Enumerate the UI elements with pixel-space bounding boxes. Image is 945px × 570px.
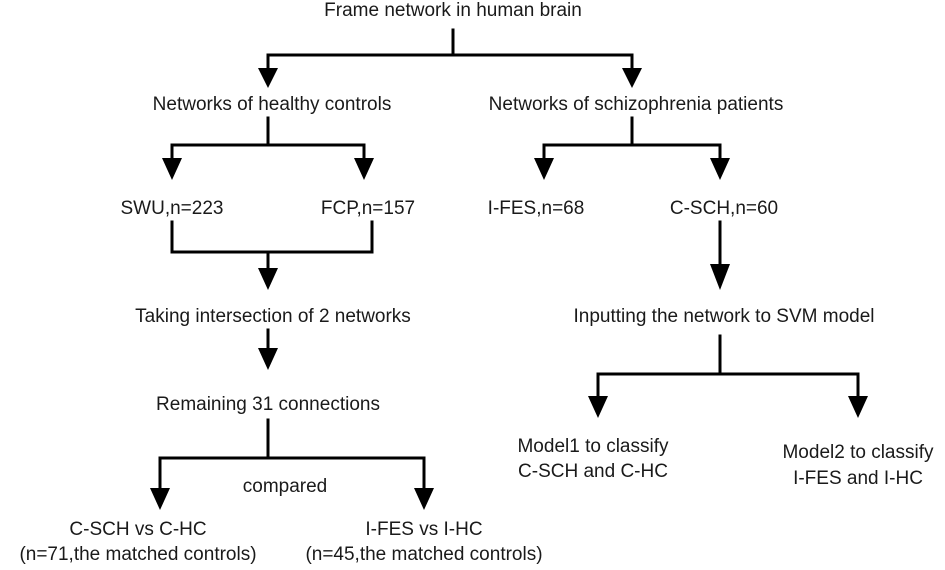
node-cmp2-line1: I-FES vs I-HC: [365, 519, 482, 540]
node-model2-line2: I-FES and I-HC: [793, 468, 923, 489]
node-cmp2-line2: (n=45,the matched controls): [305, 544, 542, 565]
arrowhead-to-svm: [710, 264, 730, 290]
node-model1-line2: C-SCH and C-HC: [518, 461, 668, 482]
arrowheads: [150, 68, 868, 510]
arrowhead-to-cmp1: [150, 488, 170, 510]
node-model2-line1: Model2 to classify: [782, 442, 934, 463]
arrowhead-to-cmp2: [414, 488, 434, 510]
arrowhead-to-fcp: [354, 158, 374, 180]
label-compared: compared: [243, 476, 328, 497]
arrowhead-to-remaining: [258, 348, 278, 370]
edges: [158, 28, 860, 494]
node-model1-line1: Model1 to classify: [517, 436, 669, 457]
arrowhead-to-ifes: [534, 158, 554, 180]
arrowhead-to-healthy: [258, 68, 278, 88]
node-intersection: Taking intersection of 2 networks: [135, 306, 411, 327]
node-csch: C-SCH,n=60: [670, 198, 778, 219]
arrowhead-to-schizo: [622, 68, 642, 88]
node-root: Frame network in human brain: [324, 0, 582, 21]
node-fcp: FCP,n=157: [321, 198, 415, 219]
node-labels: Frame network in human brain Networks of…: [19, 0, 934, 565]
node-schizophrenia-patients: Networks of schizophrenia patients: [489, 94, 784, 115]
node-remaining-connections: Remaining 31 connections: [156, 394, 380, 415]
arrowhead-to-swu: [162, 158, 182, 180]
arrowhead-to-model1: [588, 396, 608, 418]
arrowhead-to-model2: [848, 396, 868, 418]
node-swu: SWU,n=223: [121, 198, 224, 219]
node-cmp1-line1: C-SCH vs C-HC: [69, 519, 206, 540]
node-healthy-controls: Networks of healthy controls: [153, 94, 392, 115]
arrowhead-to-intersect: [258, 268, 278, 290]
node-ifes: I-FES,n=68: [488, 198, 585, 219]
node-svm-input: Inputting the network to SVM model: [574, 306, 875, 327]
arrowhead-to-csch: [710, 158, 730, 180]
node-cmp1-line2: (n=71,the matched controls): [19, 544, 256, 565]
